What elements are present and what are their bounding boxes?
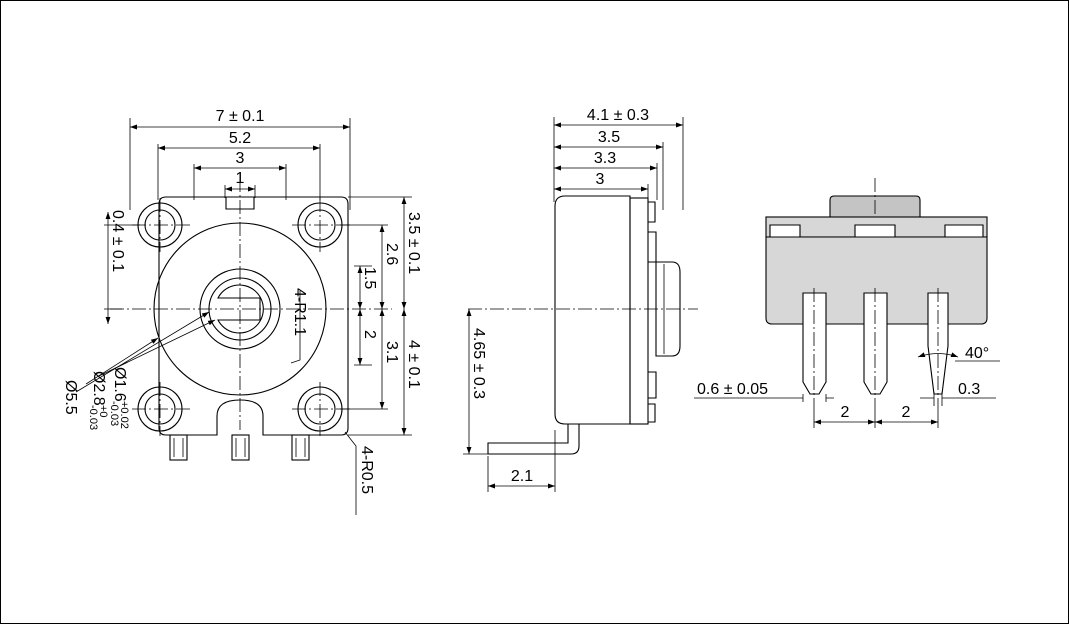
pin-centerlines [813, 288, 939, 412]
dim-angle: 40° [965, 345, 989, 362]
dim-tip-ext [933, 392, 943, 406]
dim-depth-3: 3 [596, 171, 605, 188]
dim-lead-len: 2.1 [511, 468, 533, 485]
dim-depth-total: 4.1 ± 0.3 [587, 107, 649, 124]
tol-16-top: +0.02 [118, 401, 130, 429]
side-tabs [648, 201, 657, 423]
dim-dia-55: Ø5.5 [62, 380, 79, 415]
knob-slot [217, 284, 264, 334]
side-lead [487, 424, 580, 455]
dim-left-offset: 0.4 ± 0.1 [109, 210, 126, 272]
dim-dia-16: Ø1.6 [111, 367, 128, 402]
dim-width-holes: 5.2 [229, 130, 251, 147]
dim-height-upper: 3.5 ± 0.1 [405, 212, 422, 274]
dim-1-5: 1.5 [361, 267, 378, 289]
side-body-cover [629, 197, 649, 425]
bottom-tabs [769, 224, 984, 238]
dim-width-1: 1 [236, 170, 245, 187]
label-dia-16: Ø1.6 +0.02 -0.03 [108, 367, 130, 429]
tol-28-top: +0 [97, 405, 109, 418]
pin-left [802, 292, 827, 395]
dim-pin-height: 4.65 ± 0.3 [470, 328, 487, 399]
side-body-main [554, 195, 631, 425]
side-horizontal-dims [553, 117, 684, 210]
label-dia-28: Ø2.8 +0 -0.03 [87, 371, 109, 430]
angle-arc [917, 352, 959, 358]
dim-pin-width-ticks [802, 394, 827, 402]
centerlines [110, 178, 392, 436]
side-view: 4.1 ± 0.3 3.5 3.3 3 4.65 ± 0.3 2.1 [463, 107, 698, 492]
side-shaft [655, 261, 681, 357]
dim-radius-knob: 4-R1.1 [291, 288, 308, 336]
leader-r11 [290, 291, 301, 364]
front-view: 7 ± 0.1 5.2 3 1 0.4 ± 0.1 3.5 ± 0.1 4 ± … [62, 108, 422, 515]
dim-width-3: 3 [236, 150, 245, 167]
dim-pitch-ext [813, 412, 939, 428]
dim-2: 2 [361, 330, 378, 339]
dim-dia-28: Ø2.8 [90, 371, 107, 406]
leader-r05 [344, 431, 357, 515]
dim-width-total: 7 ± 0.1 [216, 108, 265, 125]
bottom-leads [169, 434, 310, 461]
dim-tip-width: 0.3 [958, 381, 980, 398]
diameter-leaders [75, 311, 216, 393]
front-horizontal-dims [129, 118, 351, 210]
bottom-view: 0.6 ± 0.05 2 2 0.3 40° [694, 178, 1000, 428]
dim-pin-width: 0.6 ± 0.05 [697, 381, 768, 398]
tol-16-bot: -0.03 [108, 401, 120, 426]
knob-inner [208, 277, 272, 341]
dim-depth-3-5: 3.5 [598, 129, 620, 146]
dim-height-lower: 4 ± 0.1 [405, 340, 422, 389]
dim-depth-3-3: 3.3 [594, 150, 616, 167]
tol-28-bot: -0.03 [87, 405, 99, 430]
dim-radius-corner: 4-R0.5 [358, 446, 375, 494]
pin-middle [863, 292, 888, 395]
dim-3-1: 3.1 [383, 341, 400, 363]
dim-2-6: 2.6 [383, 243, 400, 265]
dim-pitch-1: 2 [841, 404, 850, 421]
front-vertical-dims [340, 196, 412, 436]
dim-pitch-2: 2 [902, 404, 911, 421]
